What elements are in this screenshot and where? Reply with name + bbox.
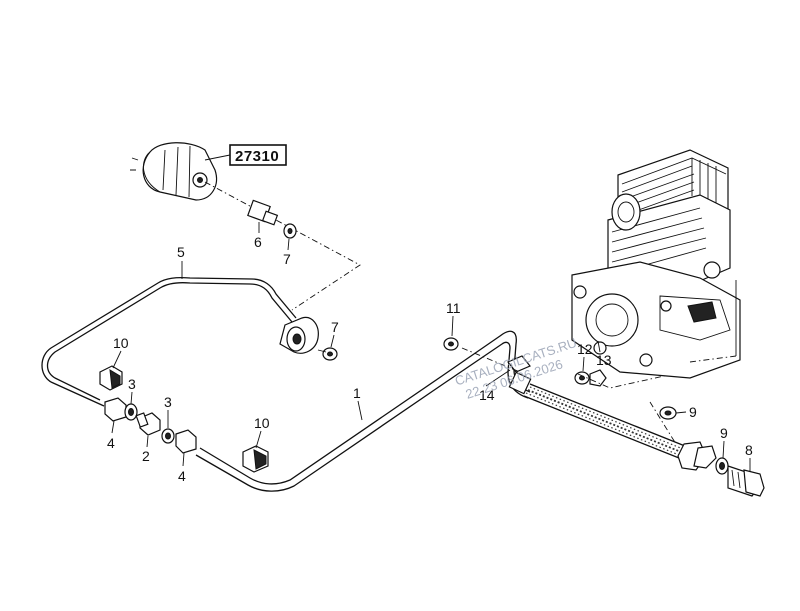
washer-part-11	[443, 337, 459, 351]
pipe-part-5	[41, 277, 319, 407]
seal-part-3-right	[161, 428, 175, 444]
clip-part-10-right	[242, 445, 269, 473]
callout-9-lower: 9	[720, 425, 728, 441]
hose-fitting-part-14	[507, 355, 532, 395]
nut-part-13	[589, 369, 607, 387]
adapter-part-6	[247, 199, 279, 226]
bolt-part-8	[727, 465, 765, 497]
callout-3-left: 3	[128, 376, 136, 392]
callout-7-top: 7	[283, 251, 291, 267]
callout-11: 11	[446, 300, 461, 316]
callouts: 1 2 3 3 4 4 5 6 7 7 8 9 9 10 10 11 12	[107, 222, 753, 484]
callout-4-right: 4	[178, 468, 186, 484]
seal-part-3-left	[124, 403, 138, 421]
callout-10-left: 10	[113, 335, 129, 351]
callout-5: 5	[177, 244, 185, 260]
union-part-2	[135, 412, 161, 436]
starter-unit	[130, 142, 217, 201]
callout-4-left: 4	[107, 435, 115, 451]
callout-7-mid: 7	[331, 319, 339, 335]
callout-6: 6	[254, 234, 262, 250]
washer-part-12	[574, 371, 590, 385]
callout-1: 1	[353, 385, 361, 401]
callout-2: 2	[142, 448, 150, 464]
clip-part-10-left	[99, 365, 123, 391]
fitting-part-4-right	[175, 429, 197, 454]
compressor-unit	[571, 149, 741, 379]
callout-10-right: 10	[254, 415, 270, 431]
washer-part-9-lower	[715, 457, 729, 475]
callout-8: 8	[745, 442, 753, 458]
callout-13: 13	[596, 352, 612, 368]
washer-part-9-upper	[659, 406, 677, 420]
fitting-part-4-left	[104, 397, 127, 422]
callout-12: 12	[577, 341, 593, 357]
braided-hose	[523, 383, 717, 471]
callout-3-right: 3	[164, 394, 172, 410]
callout-9-upper: 9	[689, 404, 697, 420]
reference-box-label: 27310	[235, 148, 279, 165]
callout-14: 14	[479, 387, 495, 403]
